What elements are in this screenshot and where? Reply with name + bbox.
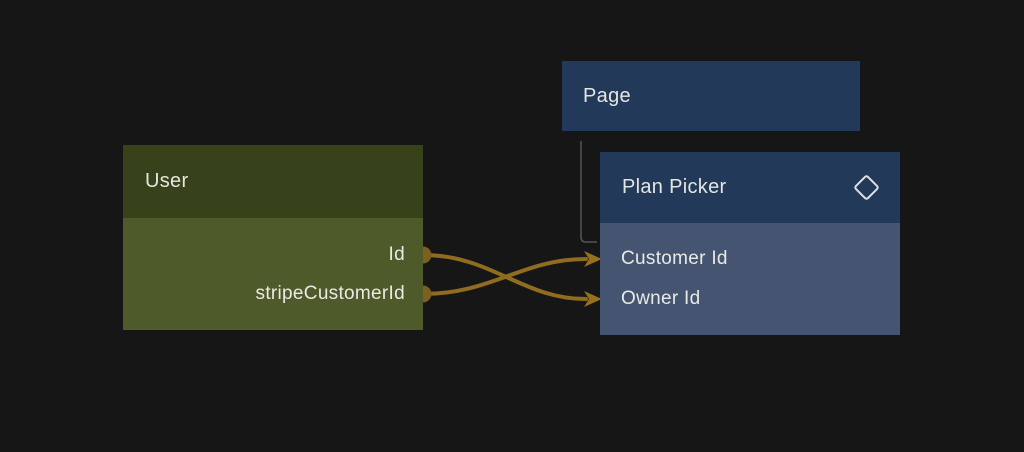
edge-id-to-owner-id[interactable] <box>421 253 588 301</box>
field-row-customer-id[interactable]: Customer Id <box>621 239 900 279</box>
field-label: Customer Id <box>621 248 728 269</box>
field-row-id[interactable]: Id <box>123 235 405 274</box>
field-row-owner-id[interactable]: Owner Id <box>621 279 900 319</box>
plan-picker-node-header[interactable]: Plan Picker <box>600 152 900 223</box>
page-node-title: Page <box>583 84 631 107</box>
node-user[interactable]: User Id stripeCustomerId <box>123 145 423 330</box>
diamond-icon <box>853 174 880 201</box>
node-page[interactable]: Page <box>562 61 860 131</box>
field-label: Owner Id <box>621 288 701 309</box>
user-node-title: User <box>145 170 189 192</box>
plan-picker-node-body: Customer Id Owner Id <box>600 223 900 335</box>
user-node-body: Id stripeCustomerId <box>123 218 423 330</box>
field-label: Id <box>388 243 405 265</box>
plan-picker-node-title: Plan Picker <box>622 176 727 198</box>
field-label: stripeCustomerId <box>255 282 405 304</box>
field-row-stripecustomerid[interactable]: stripeCustomerId <box>123 274 405 313</box>
parent-child-connector <box>580 141 597 243</box>
user-node-header[interactable]: User <box>123 145 423 218</box>
edge-stripecustomerid-to-customer-id[interactable] <box>421 257 588 296</box>
node-plan-picker[interactable]: Plan Picker Customer Id Owner Id <box>600 152 900 335</box>
